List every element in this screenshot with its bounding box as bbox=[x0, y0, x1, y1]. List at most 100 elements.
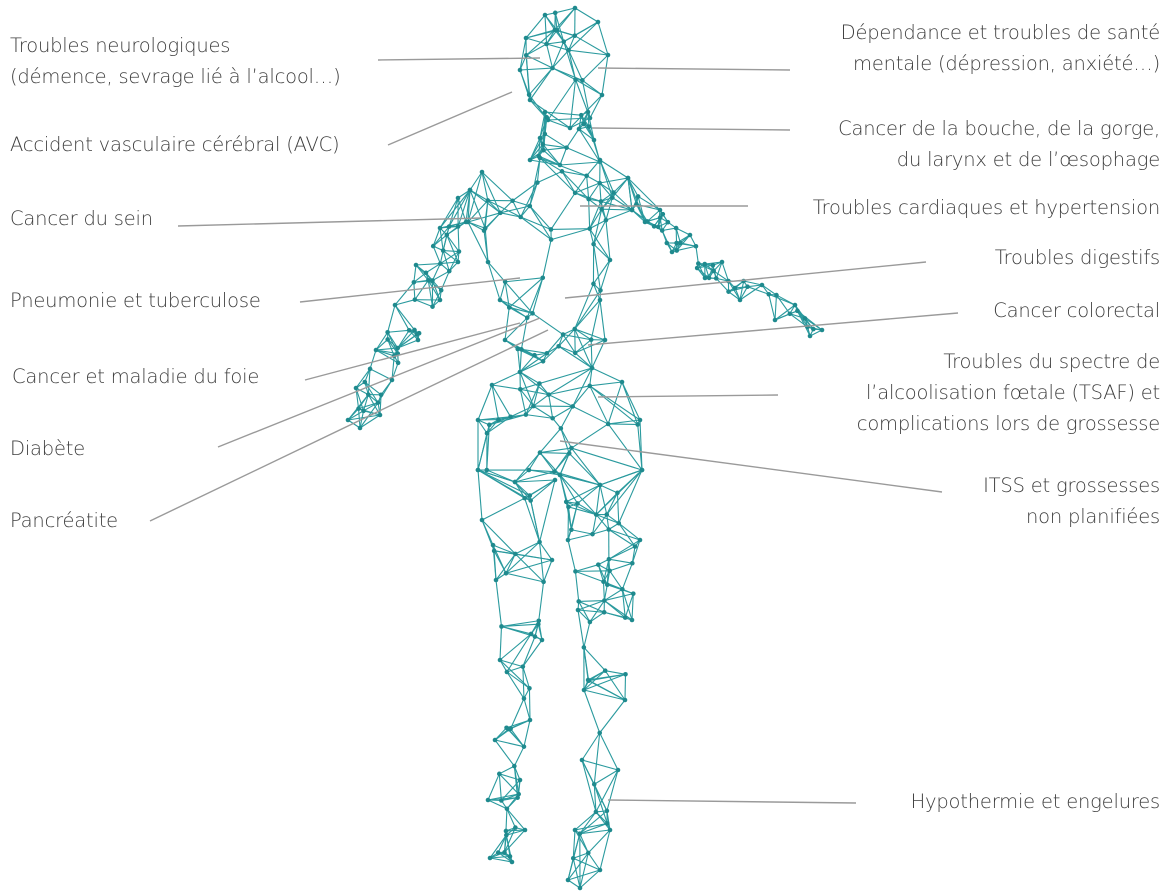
mesh-node bbox=[430, 278, 435, 283]
mesh-node bbox=[573, 77, 578, 82]
mesh-node bbox=[656, 225, 661, 230]
mesh-node bbox=[567, 451, 572, 456]
mesh-node bbox=[523, 828, 528, 833]
mesh-node bbox=[611, 190, 616, 195]
mesh-node bbox=[457, 249, 462, 254]
mesh-edge bbox=[416, 264, 440, 265]
mesh-edge bbox=[529, 453, 540, 470]
mesh-node bbox=[513, 480, 518, 485]
mesh-node bbox=[741, 279, 746, 284]
mesh-node bbox=[553, 11, 558, 16]
label-mental-health-line2: mentale (dépression, anxiété…) bbox=[841, 48, 1160, 79]
mesh-edge bbox=[575, 340, 591, 353]
mesh-node bbox=[726, 289, 731, 294]
mesh-node bbox=[808, 334, 813, 339]
mesh-edge bbox=[552, 50, 568, 68]
mesh-node bbox=[510, 198, 515, 203]
mesh-edge bbox=[395, 282, 414, 305]
mesh-edge bbox=[590, 95, 602, 118]
mesh-edge bbox=[547, 44, 553, 68]
mesh-edge bbox=[506, 809, 507, 831]
mesh-node bbox=[573, 6, 578, 11]
mesh-node bbox=[579, 113, 584, 118]
mesh-edge bbox=[596, 493, 617, 515]
mesh-node bbox=[544, 115, 549, 120]
mesh-node bbox=[504, 829, 509, 834]
mesh-node bbox=[445, 233, 450, 238]
mesh-node bbox=[558, 473, 563, 478]
mesh-node bbox=[368, 367, 373, 372]
mesh-node bbox=[604, 512, 609, 517]
mesh-edge bbox=[551, 229, 590, 230]
mesh-edge bbox=[619, 470, 642, 523]
mesh-edge bbox=[588, 680, 625, 700]
mesh-node bbox=[492, 549, 497, 554]
mesh-edge bbox=[507, 672, 530, 688]
mesh-node bbox=[439, 288, 444, 293]
mesh-edge bbox=[590, 382, 622, 386]
mesh-node bbox=[441, 248, 446, 253]
mesh-node bbox=[464, 220, 469, 225]
mesh-node bbox=[491, 543, 496, 548]
mesh-node bbox=[549, 237, 554, 242]
mesh-node bbox=[658, 208, 663, 213]
mesh-edge bbox=[622, 563, 632, 589]
mesh-edge bbox=[600, 260, 610, 290]
mesh-node bbox=[599, 207, 604, 212]
mesh-edge bbox=[398, 330, 415, 348]
mesh-node bbox=[546, 392, 551, 397]
mesh-edge bbox=[540, 428, 561, 452]
mesh-edge bbox=[600, 700, 625, 733]
label-neurological: Troubles neurologiques (démence, sevrage… bbox=[10, 30, 340, 92]
mesh-edge bbox=[514, 747, 524, 766]
mesh-edge bbox=[520, 361, 543, 372]
mesh-node bbox=[426, 278, 431, 283]
mesh-edge bbox=[509, 307, 527, 317]
mesh-edge bbox=[492, 372, 520, 385]
mesh-node bbox=[502, 850, 507, 855]
mesh-edge bbox=[571, 530, 592, 534]
mesh-edge bbox=[612, 198, 632, 210]
mesh-node bbox=[518, 370, 523, 375]
mesh-node bbox=[488, 856, 493, 861]
mesh-node bbox=[416, 338, 421, 343]
mesh-edge bbox=[395, 300, 415, 305]
mesh-node bbox=[608, 828, 613, 833]
mesh-node bbox=[577, 127, 582, 132]
mesh-edge bbox=[617, 493, 618, 523]
mesh-node bbox=[430, 304, 435, 309]
mesh-edge bbox=[549, 395, 573, 407]
mesh-node bbox=[518, 215, 523, 220]
mesh-node bbox=[504, 571, 509, 576]
label-fasd-line2: l’alcoolisation fœtale (TSAF) et bbox=[857, 377, 1160, 408]
mesh-node bbox=[568, 126, 573, 131]
mesh-node bbox=[499, 624, 504, 629]
mesh-edge bbox=[395, 305, 415, 330]
label-colorectal-line1: Cancer colorectal bbox=[993, 295, 1160, 326]
mesh-node bbox=[490, 383, 495, 388]
label-fasd-line3: complications lors de grossesse bbox=[857, 408, 1160, 439]
mesh-node bbox=[636, 194, 641, 199]
mesh-node bbox=[528, 718, 533, 723]
mesh-node bbox=[591, 282, 596, 287]
mesh-node bbox=[587, 226, 592, 231]
mesh-node bbox=[811, 327, 816, 332]
mesh-edge bbox=[560, 162, 600, 165]
mesh-node bbox=[793, 303, 798, 308]
mesh-node bbox=[480, 170, 485, 175]
mesh-node bbox=[476, 468, 481, 473]
mesh-node bbox=[522, 744, 527, 749]
mesh-node bbox=[521, 664, 526, 669]
mesh-node bbox=[486, 198, 491, 203]
label-mouth-cancer-line2: du larynx et de l’œsophage bbox=[838, 144, 1160, 175]
mesh-node bbox=[610, 195, 615, 200]
mesh-edge bbox=[533, 313, 564, 334]
mesh-node bbox=[620, 587, 625, 592]
mesh-edge bbox=[539, 582, 544, 621]
mesh-node bbox=[820, 328, 825, 333]
mesh-node bbox=[594, 512, 599, 517]
mesh-edge bbox=[602, 55, 608, 95]
label-cardiac: Troubles cardiaques et hypertension bbox=[813, 192, 1160, 223]
mesh-node bbox=[536, 622, 541, 627]
mesh-edge bbox=[567, 129, 579, 148]
